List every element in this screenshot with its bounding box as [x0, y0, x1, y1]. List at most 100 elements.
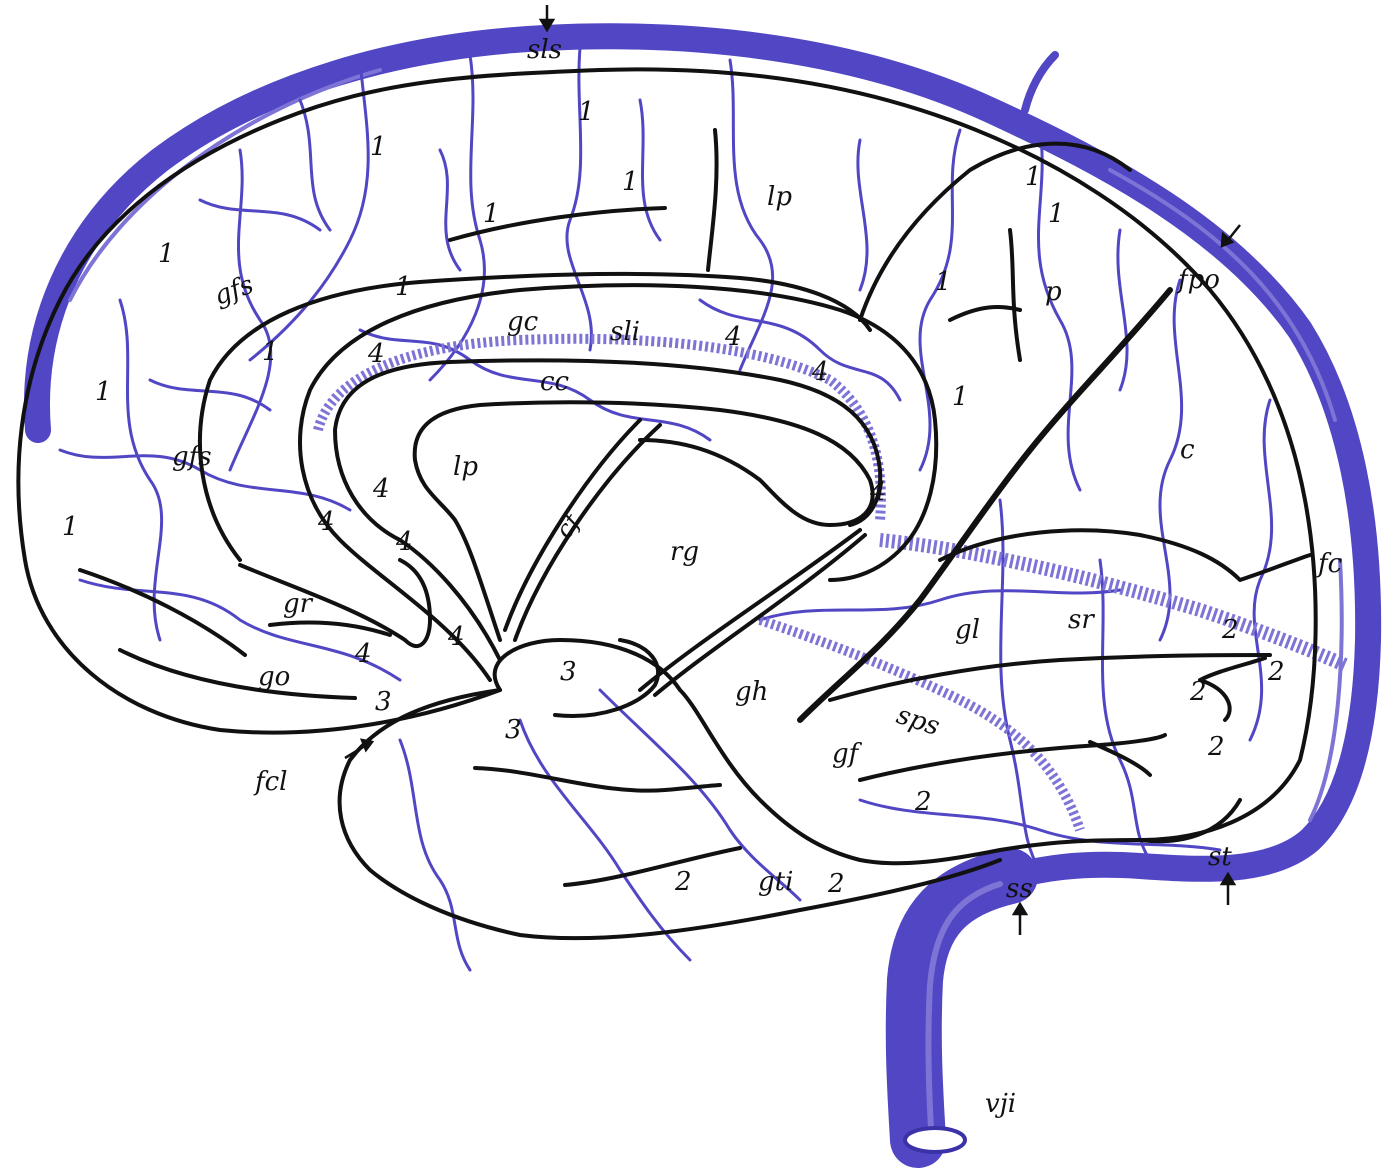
number-1: 1: [95, 377, 112, 407]
number-2: 2: [1221, 615, 1239, 645]
number-4: 4: [869, 477, 887, 507]
label-sli: sli: [610, 317, 640, 347]
vein: [358, 328, 712, 442]
number-1: 1: [370, 132, 387, 162]
number-4: 4: [317, 507, 335, 537]
number-2: 2: [674, 867, 692, 897]
corpus-callosum-inner: [333, 358, 883, 662]
vein: [698, 298, 902, 402]
fornix: [503, 418, 662, 642]
sulcus-frontal-upper: [448, 206, 667, 242]
sulcus-frontal-left: [238, 558, 432, 649]
lateral-ventricle: [412, 400, 875, 642]
label-gc: gc: [507, 307, 539, 337]
number-4: 4: [367, 339, 385, 369]
number-4: 4: [395, 527, 413, 557]
label-gfs-lower: gfs: [172, 442, 212, 472]
number-2: 2: [1189, 677, 1207, 707]
arrow-fpo-head: [1220, 231, 1235, 248]
vein: [565, 46, 593, 352]
number-1: 1: [158, 239, 175, 269]
label-gh: gh: [735, 677, 768, 707]
letter-labels: sls gfs gfs lp gc sli cc lp cf rg p fpo …: [172, 35, 1343, 1119]
arrows: [344, 5, 1241, 935]
hatched-bands: [313, 333, 1348, 832]
vein: [78, 578, 402, 682]
number-1: 1: [1025, 162, 1042, 192]
label-fcl: fcl: [253, 767, 288, 797]
label-cc: cc: [540, 367, 570, 397]
vein: [248, 58, 370, 362]
vein: [1158, 278, 1184, 642]
number-1: 1: [395, 272, 412, 302]
number-1: 1: [1048, 199, 1065, 229]
vein-fpo-tributary: [1021, 51, 1059, 114]
number-2: 2: [1207, 732, 1225, 762]
sulcus-precuneus: [948, 228, 1022, 362]
number-2: 2: [914, 787, 932, 817]
vein: [228, 148, 273, 472]
number-1: 1: [262, 337, 279, 367]
vein: [428, 53, 486, 382]
cuneus-outline: [858, 141, 1132, 322]
sigmoid-highlight: [925, 881, 1003, 1133]
number-1: 1: [952, 382, 969, 412]
sulcus-go: [78, 568, 357, 700]
label-fc: fc: [1316, 549, 1343, 579]
vein: [298, 98, 662, 272]
number-4: 4: [372, 474, 390, 504]
label-sps: sps: [893, 700, 943, 742]
arrow-fcl-head: [359, 738, 375, 753]
vein: [858, 798, 1222, 852]
vein: [1248, 398, 1274, 742]
number-3: 3: [505, 715, 522, 745]
arrow-fpo: [1227, 224, 1241, 241]
thalamus-bottom: [638, 528, 867, 697]
label-lp-inner: lp: [453, 452, 478, 482]
sulcus-gr: [268, 620, 392, 637]
sigmoid-sinus: [885, 848, 1038, 1168]
number-3: 3: [375, 687, 392, 717]
vein: [398, 738, 472, 972]
parieto-occipital-fissure: [797, 287, 1173, 723]
sulcus-gl: [828, 653, 1272, 702]
arrow-ss-head: [1011, 901, 1029, 916]
number-3: 3: [560, 657, 577, 687]
arrow-st-head: [1219, 871, 1237, 886]
calcarine-fissure: [938, 528, 1312, 582]
superior-sagittal-sinus: [24, 23, 1382, 893]
label-rg: rg: [670, 537, 699, 567]
vein: [518, 718, 692, 962]
vein: [118, 298, 164, 642]
number-1: 1: [483, 199, 500, 229]
uncus: [553, 638, 661, 718]
jugular-vein-opening: [903, 1126, 967, 1154]
sulcus-temporal: [473, 766, 742, 887]
sulcus-occipital-lower: [1198, 656, 1267, 722]
sulcus-paracentral: [706, 128, 719, 272]
number-1: 1: [622, 167, 639, 197]
number-4: 4: [354, 639, 372, 669]
label-st: st: [1208, 842, 1232, 872]
straight-sinus-hatch: [879, 533, 1348, 672]
number-4: 4: [811, 357, 829, 387]
label-c: c: [1180, 435, 1195, 465]
vein: [856, 138, 1129, 392]
label-gf: gf: [832, 739, 863, 769]
label-gr: gr: [283, 589, 314, 619]
label-p: p: [1045, 277, 1062, 307]
vein: [998, 498, 1042, 872]
vein: [598, 688, 802, 902]
number-1: 1: [935, 267, 952, 297]
inferior-sagittal-sinus-hatch: [313, 333, 886, 521]
hemisphere-outline: [16, 67, 1318, 842]
label-lp-top: lp: [767, 182, 792, 212]
number-2: 2: [1267, 657, 1285, 687]
vein: [1098, 558, 1152, 862]
label-fpo: fpo: [1176, 265, 1220, 295]
number-4: 4: [447, 622, 465, 652]
vein: [1037, 128, 1082, 492]
number-1: 1: [578, 97, 595, 127]
